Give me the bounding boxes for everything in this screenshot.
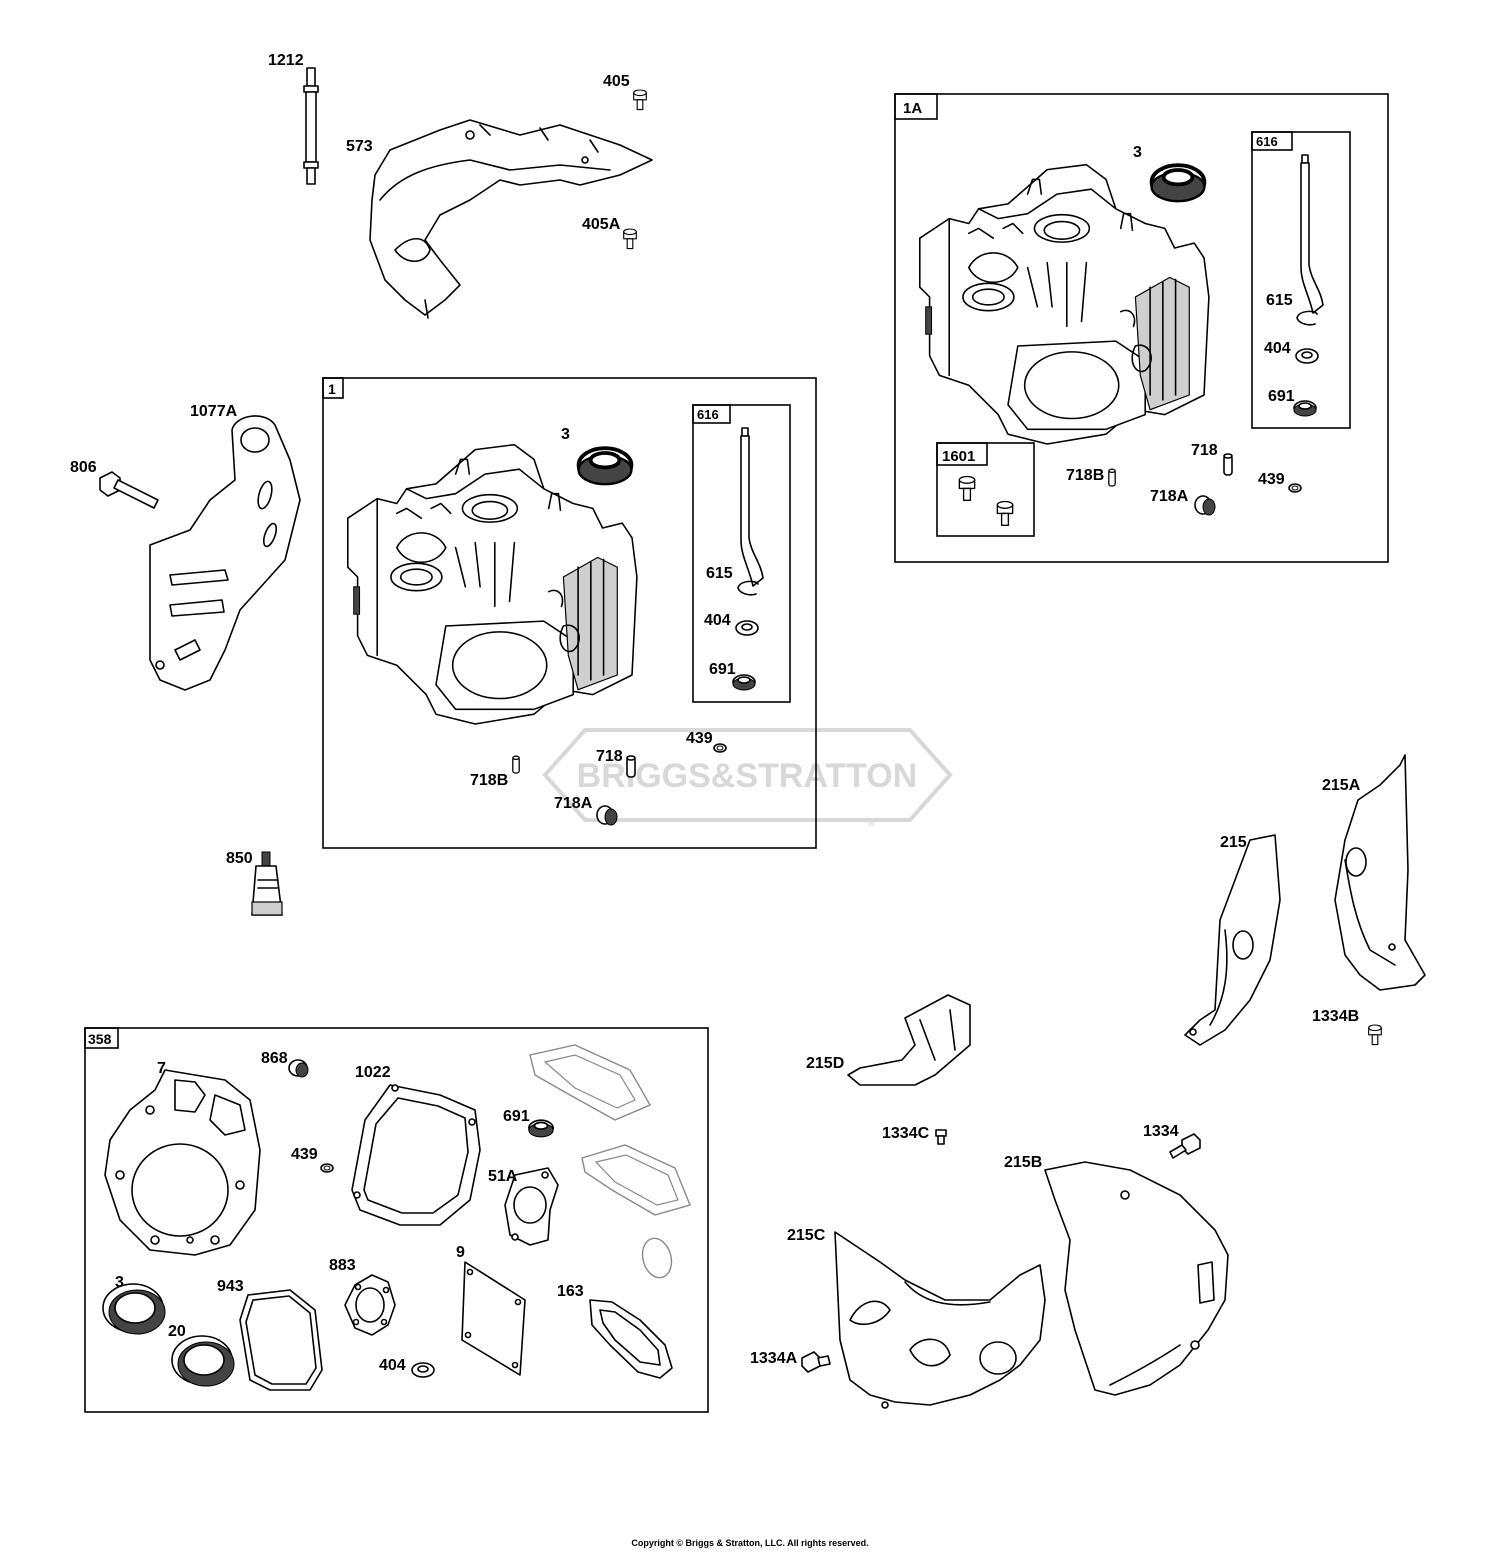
- watermark-registered: ®: [868, 818, 876, 829]
- callout-g358-3: 3: [115, 1274, 124, 1291]
- callout-g1a-404: 404: [1264, 340, 1291, 357]
- callout-573: 573: [346, 138, 373, 155]
- part-691-seal[interactable]: [528, 1119, 554, 1138]
- callout-g358-9: 9: [456, 1244, 465, 1261]
- part-163-gasket[interactable]: [589, 1299, 673, 1379]
- callout-1077a: 1077A: [190, 403, 238, 420]
- callout-g358-943: 943: [217, 1278, 244, 1295]
- part-51a-gasket[interactable]: [504, 1167, 559, 1246]
- part-3-seal[interactable]: [102, 1283, 166, 1335]
- part-405-bolt[interactable]: [633, 89, 647, 111]
- callout-215c: 215C: [787, 1227, 826, 1244]
- part-943-oring[interactable]: [239, 1289, 323, 1391]
- callout-g1-3: 3: [561, 426, 570, 443]
- callout-g1-691: 691: [709, 661, 736, 678]
- part-1334b-bolt[interactable]: [1368, 1024, 1382, 1046]
- callout-215b: 215B: [1004, 1154, 1042, 1171]
- group-1601-bolts[interactable]: [936, 442, 1035, 537]
- callout-1334: 1334: [1143, 1123, 1179, 1140]
- group-1-short-block[interactable]: [322, 377, 817, 849]
- callout-g1a-3: 3: [1133, 144, 1142, 161]
- part-9-gasket[interactable]: [461, 1261, 526, 1376]
- callout-g1-615: 615: [706, 565, 733, 582]
- callout-g1a-691: 691: [1268, 388, 1295, 405]
- part-oring-ghost: [641, 1237, 673, 1279]
- callout-1334c: 1334C: [882, 1125, 930, 1142]
- callout-215: 215: [1220, 834, 1247, 851]
- group-358-label: 358: [88, 1031, 112, 1047]
- group-616-dipstick-b[interactable]: [1251, 131, 1351, 429]
- callout-g358-20: 20: [168, 1323, 186, 1340]
- group-1-label: 1: [328, 381, 336, 397]
- callout-215d: 215D: [806, 1055, 844, 1072]
- callout-405: 405: [603, 73, 630, 90]
- callout-1334b: 1334B: [1312, 1008, 1359, 1025]
- callout-215a: 215A: [1322, 777, 1361, 794]
- part-1334a-bolt[interactable]: [801, 1351, 831, 1373]
- part-20-seal[interactable]: [171, 1335, 235, 1387]
- part-gasket-upper-ghost: [529, 1044, 651, 1121]
- part-404-washer[interactable]: [411, 1362, 435, 1378]
- part-215a-air-guide[interactable]: [1334, 754, 1426, 991]
- group-1a-short-block[interactable]: [894, 93, 1389, 563]
- part-215d-baffle[interactable]: [847, 994, 971, 1086]
- callout-g1a-718b: 718B: [1066, 467, 1104, 484]
- group-616-dipstick-a[interactable]: [692, 404, 791, 703]
- callout-g1-718b: 718B: [470, 772, 508, 789]
- part-215b-shroud[interactable]: [1044, 1161, 1229, 1396]
- callout-g1a-718a: 718A: [1150, 488, 1189, 505]
- callout-g358-163: 163: [557, 1283, 584, 1300]
- callout-g1-404: 404: [704, 612, 731, 629]
- callout-806: 806: [70, 459, 97, 476]
- callout-g1-439: 439: [686, 730, 713, 747]
- part-1334c-screw[interactable]: [935, 1129, 947, 1145]
- callout-g358-868: 868: [261, 1050, 288, 1067]
- callout-g1a-439: 439: [1258, 471, 1285, 488]
- part-215c-shroud[interactable]: [834, 1231, 1046, 1409]
- part-806-bolt[interactable]: [99, 471, 159, 509]
- part-1212-stud[interactable]: [303, 67, 319, 185]
- callout-g358-1022: 1022: [355, 1064, 391, 1081]
- callout-g358-404: 404: [379, 1357, 406, 1374]
- part-1077a-bracket[interactable]: [149, 415, 301, 691]
- callout-g1a-615: 615: [1266, 292, 1293, 309]
- part-405a-bolt[interactable]: [623, 228, 637, 250]
- callout-g358-439: 439: [291, 1146, 318, 1163]
- group-616a-label: 616: [697, 407, 719, 422]
- callout-g1-718: 718: [596, 748, 623, 765]
- part-7-head-gasket[interactable]: [104, 1069, 261, 1256]
- part-1334-bolt[interactable]: [1169, 1133, 1201, 1159]
- copyright-notice: Copyright © Briggs & Stratton, LLC. All …: [631, 1538, 869, 1548]
- group-1a-label: 1A: [903, 100, 922, 117]
- callout-405a: 405A: [582, 216, 621, 233]
- callout-g358-51a: 51A: [488, 1168, 518, 1185]
- part-573-cover[interactable]: [369, 119, 653, 319]
- group-616b-label: 616: [1256, 134, 1278, 149]
- group-358-gasket-set[interactable]: [84, 1027, 709, 1413]
- group-1601-label: 1601: [942, 448, 975, 465]
- part-439-oring[interactable]: [320, 1163, 334, 1173]
- callout-850: 850: [226, 850, 253, 867]
- part-850-sealant-tube[interactable]: [251, 851, 283, 916]
- callout-g1a-718: 718: [1191, 442, 1218, 459]
- callout-1334a: 1334A: [750, 1350, 798, 1367]
- callout-1212: 1212: [268, 52, 304, 69]
- part-868-seal[interactable]: [288, 1059, 309, 1078]
- part-gasket-lower-ghost: [581, 1144, 691, 1216]
- callout-g358-883: 883: [329, 1257, 356, 1274]
- callout-g1-718a: 718A: [554, 795, 593, 812]
- callout-g358-7: 7: [157, 1060, 166, 1077]
- part-883-gasket[interactable]: [344, 1274, 396, 1336]
- callout-g358-691: 691: [503, 1108, 530, 1125]
- part-1022-gasket[interactable]: [351, 1084, 481, 1226]
- part-215-air-guide[interactable]: [1184, 834, 1281, 1046]
